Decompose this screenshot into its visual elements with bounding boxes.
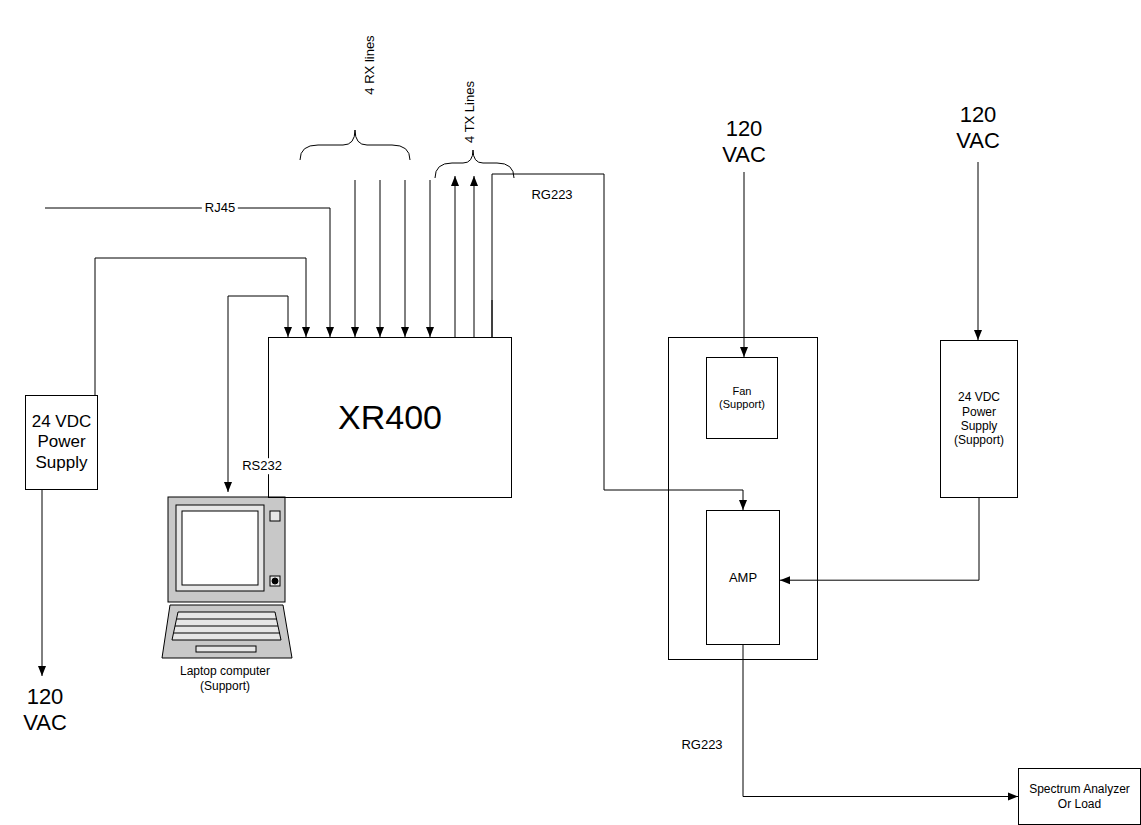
cable-label: RG223 bbox=[679, 737, 724, 753]
laptop-node: Laptop computer (Support) bbox=[150, 492, 300, 697]
rx-line bbox=[430, 180, 431, 337]
cable-connector bbox=[492, 174, 743, 510]
cable-connector bbox=[228, 296, 288, 492]
node-text: AMP bbox=[729, 570, 757, 586]
rx-line bbox=[355, 180, 356, 337]
cable-connector bbox=[95, 258, 306, 395]
power-supply-box: 24 VDC Power Supply bbox=[25, 395, 98, 490]
cable-connector bbox=[743, 645, 1018, 797]
node-text: Spectrum Analyzer Or Load bbox=[1023, 782, 1136, 811]
rj45-wire bbox=[45, 208, 330, 337]
tx-line bbox=[474, 176, 475, 337]
node-text: XR400 bbox=[338, 397, 442, 438]
voltage-label: 120 VAC bbox=[719, 116, 769, 169]
fan-box: Fan (Support) bbox=[706, 357, 778, 439]
cable-label: RJ45 bbox=[202, 200, 238, 216]
rx-line bbox=[405, 180, 406, 337]
node-text: 24 VDC Power Supply bbox=[30, 412, 93, 473]
bus-label: 4 RX lines bbox=[362, 35, 378, 94]
ac-feed bbox=[42, 490, 43, 676]
rx-line bbox=[380, 180, 381, 337]
laptop-icon bbox=[162, 497, 292, 658]
cable-connector bbox=[780, 498, 979, 580]
bus-label: 4 TX Lines bbox=[462, 81, 478, 143]
node-text: 24 VDC Power Supply (Support) bbox=[945, 390, 1013, 448]
cable-label: RS232 bbox=[240, 458, 284, 474]
rx-brace bbox=[300, 130, 410, 160]
cable-label: RG223 bbox=[529, 187, 574, 203]
voltage-label: 120 VAC bbox=[953, 102, 1003, 155]
amp-box: AMP bbox=[706, 510, 780, 645]
node-text: Laptop computer (Support) bbox=[170, 664, 280, 693]
voltage-label: 120 VAC bbox=[20, 684, 70, 737]
node-text: Fan (Support) bbox=[711, 385, 773, 411]
enclosure-box: Fan (Support) AMP bbox=[668, 337, 818, 660]
instrument-box: Spectrum Analyzer Or Load bbox=[1018, 768, 1141, 825]
device-box: XR400 bbox=[268, 337, 512, 498]
power-supply-box: 24 VDC Power Supply (Support) bbox=[940, 340, 1018, 498]
tx-line bbox=[455, 176, 456, 337]
ac-feed bbox=[744, 172, 745, 357]
ac-feed bbox=[978, 162, 979, 340]
